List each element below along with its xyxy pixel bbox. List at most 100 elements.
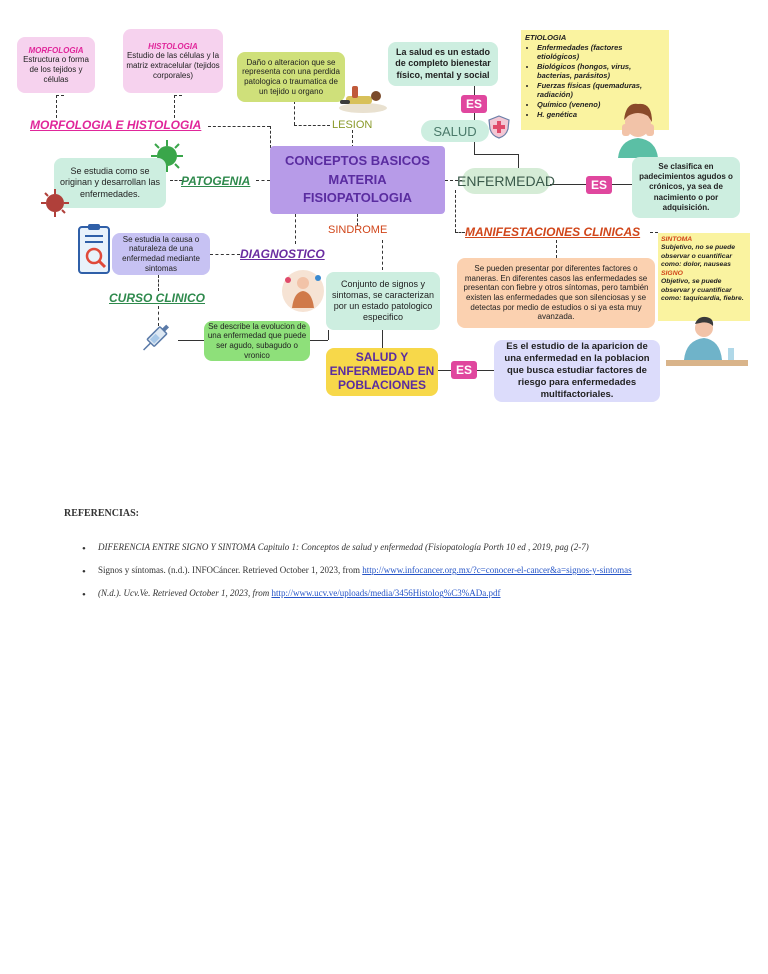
histologia-box: HISTOLOGIA Estudio de las células y la m…: [123, 29, 223, 93]
etiologia-item: Enfermedades (factores etiológicos): [537, 43, 665, 61]
etiologia-heading: ETIOLOGIA: [525, 33, 567, 42]
syringe-icon: [143, 324, 170, 351]
poblaciones-definition-text: Es el estudio de la aparicion de una enf…: [504, 341, 650, 400]
salud-node: SALUD: [421, 120, 489, 142]
connector: [208, 126, 270, 127]
connector: [210, 254, 240, 255]
reference-1-text: DIFERENCIA ENTRE SIGNO Y SINTOMA Capitul…: [98, 542, 589, 552]
connector: [56, 95, 57, 118]
connector: [474, 86, 475, 96]
sindrome-definition-box: Conjunto de signos y sintomas, se caract…: [326, 272, 440, 330]
reference-3-link[interactable]: http://www.ucv.ve/uploads/media/3456Hist…: [271, 588, 501, 599]
connector: [455, 190, 456, 232]
diagnostico-label: DIAGNOSTICO: [240, 247, 325, 261]
connector: [437, 370, 451, 371]
reference-2-text: Signos y síntomas. (n.d.). INFOCáncer. R…: [98, 565, 363, 576]
enfermedad-definition-text: Se clasifica en padecimientos agudos o c…: [639, 161, 733, 213]
reference-item: DIFERENCIA ENTRE SIGNO Y SINTOMA Capitul…: [80, 539, 724, 560]
health-shield-icon: [488, 115, 510, 139]
connector: [550, 184, 586, 185]
references-heading: REFERENCIAS:: [64, 508, 140, 519]
signo-heading: SIGNO: [661, 269, 683, 277]
morfologia-text: Estructura o forma de los tejidos y célu…: [23, 55, 89, 84]
connector: [158, 306, 159, 326]
connector: [310, 340, 328, 341]
connector: [295, 214, 296, 244]
curso-clinico-box: Se describe la evolucion de una enfermed…: [204, 321, 310, 361]
poblaciones-es-badge: ES: [451, 361, 477, 379]
patogenia-label: PATOGENIA: [181, 174, 251, 188]
bacteria-icon: [41, 189, 69, 217]
sick-woman-illustration: [618, 103, 658, 158]
connector: [382, 240, 383, 270]
reference-item: (N.d.). Ucv.Ve. Retrieved October 1, 202…: [80, 585, 724, 606]
enfermedad-es-badge: ES: [586, 176, 612, 194]
sintoma-signo-box: SINTOMA Subjetivo, no se puede observar …: [658, 233, 750, 321]
sintoma-text: Subjetivo, no se puede observar o cuanti…: [661, 244, 736, 269]
connector: [357, 214, 358, 226]
connector: [474, 154, 518, 155]
connector: [477, 370, 495, 371]
central-concept-box: CONCEPTOS BASICOS MATERIA FISIOPATOLOGIA: [270, 146, 445, 214]
connector: [556, 240, 557, 258]
reference-2-link[interactable]: http://www.infocancer.org.mx/?c=conocer-…: [362, 565, 632, 576]
connector: [174, 95, 175, 118]
connector: [518, 154, 519, 168]
lesion-text: Daño o alteracion que se representa con …: [242, 57, 340, 96]
connector: [650, 232, 658, 233]
sindrome-label: SINDROME: [328, 224, 388, 236]
connector: [474, 140, 475, 154]
curso-clinico-label: CURSO CLINICO: [109, 291, 205, 305]
connector: [256, 180, 270, 181]
symptoms-person-illustration: [282, 270, 324, 312]
connector: [328, 330, 329, 340]
sindrome-definition-text: Conjunto de signos y sintomas, se caract…: [331, 278, 435, 323]
salud-es-badge: ES: [461, 95, 487, 113]
connector: [294, 101, 295, 125]
manifestaciones-text: Se pueden presentar por diferentes facto…: [463, 264, 649, 322]
enfermedad-label: ENFERMEDAD: [457, 173, 556, 189]
salud-definition-text: La salud es un estado de completo bienes…: [395, 47, 491, 80]
patogenia-box: Se estudia como se originan y desarrolla…: [54, 158, 166, 208]
signo-text: Objetivo, se puede observar y cuantifica…: [661, 278, 744, 303]
injured-person-illustration: [339, 86, 387, 113]
lesion-label: LESION: [332, 119, 373, 131]
diagnostico-text: Se estudia la causa o naturaleza de una …: [122, 234, 200, 273]
morfologia-box: MORFOLOGIA Estructura o forma de los tej…: [17, 37, 95, 93]
morfologia-histologia-label: MORFOLOGIA E HISTOLOGIA: [30, 118, 202, 132]
central-title: CONCEPTOS BASICOS MATERIA FISIOPATOLOGIA: [285, 152, 430, 206]
connector: [56, 95, 64, 96]
reference-3-text: (N.d.). Ucv.Ve. Retrieved October 1, 202…: [98, 588, 272, 599]
curso-clinico-text: Se describe la evolucion de una enfermed…: [207, 321, 307, 360]
etiologia-item: Químico (veneno): [537, 100, 665, 109]
connector: [382, 330, 383, 348]
connector: [455, 232, 465, 233]
morfologia-heading: MORFOLOGIA: [28, 45, 84, 55]
reference-item: Signos y síntomas. (n.d.). INFOCáncer. R…: [80, 562, 724, 583]
histologia-heading: HISTOLOGIA: [148, 41, 198, 51]
poblaciones-definition-box: Es el estudio de la aparicion de una enf…: [494, 340, 660, 402]
poblaciones-label: SALUD Y ENFERMEDAD EN POBLACIONES: [329, 350, 435, 392]
etiologia-item: Biológicos (hongos, virus, bacterias, pa…: [537, 62, 665, 80]
connector: [352, 130, 353, 148]
enfermedad-definition-box: Se clasifica en padecimientos agudos o c…: [632, 157, 740, 218]
connector: [158, 275, 159, 291]
sintoma-heading: SINTOMA: [661, 236, 693, 243]
connector: [170, 180, 182, 181]
histologia-text: Estudio de las células y la matriz extra…: [126, 51, 220, 80]
patogenia-text: Se estudia como se originan y desarrolla…: [59, 166, 161, 199]
connector: [294, 125, 330, 126]
salud-definition-box: La salud es un estado de completo bienes…: [388, 42, 498, 86]
salud-label: SALUD: [433, 123, 477, 139]
connector: [270, 126, 271, 148]
clipboard-magnifier-icon: [78, 224, 110, 274]
connector: [445, 180, 463, 181]
connector: [612, 184, 632, 185]
poblaciones-node: SALUD Y ENFERMEDAD EN POBLACIONES: [326, 348, 438, 396]
diagnostico-box: Se estudia la causa o naturaleza de una …: [112, 233, 210, 275]
etiologia-item: Fuerzas físicas (quemaduras, radiación): [537, 81, 665, 99]
connector: [474, 113, 475, 121]
manifestaciones-box: Se pueden presentar por diferentes facto…: [457, 258, 655, 328]
sick-man-illustration: [666, 316, 748, 366]
references-section: REFERENCIAS: DIFERENCIA ENTRE SIGNO Y SI…: [64, 508, 724, 608]
